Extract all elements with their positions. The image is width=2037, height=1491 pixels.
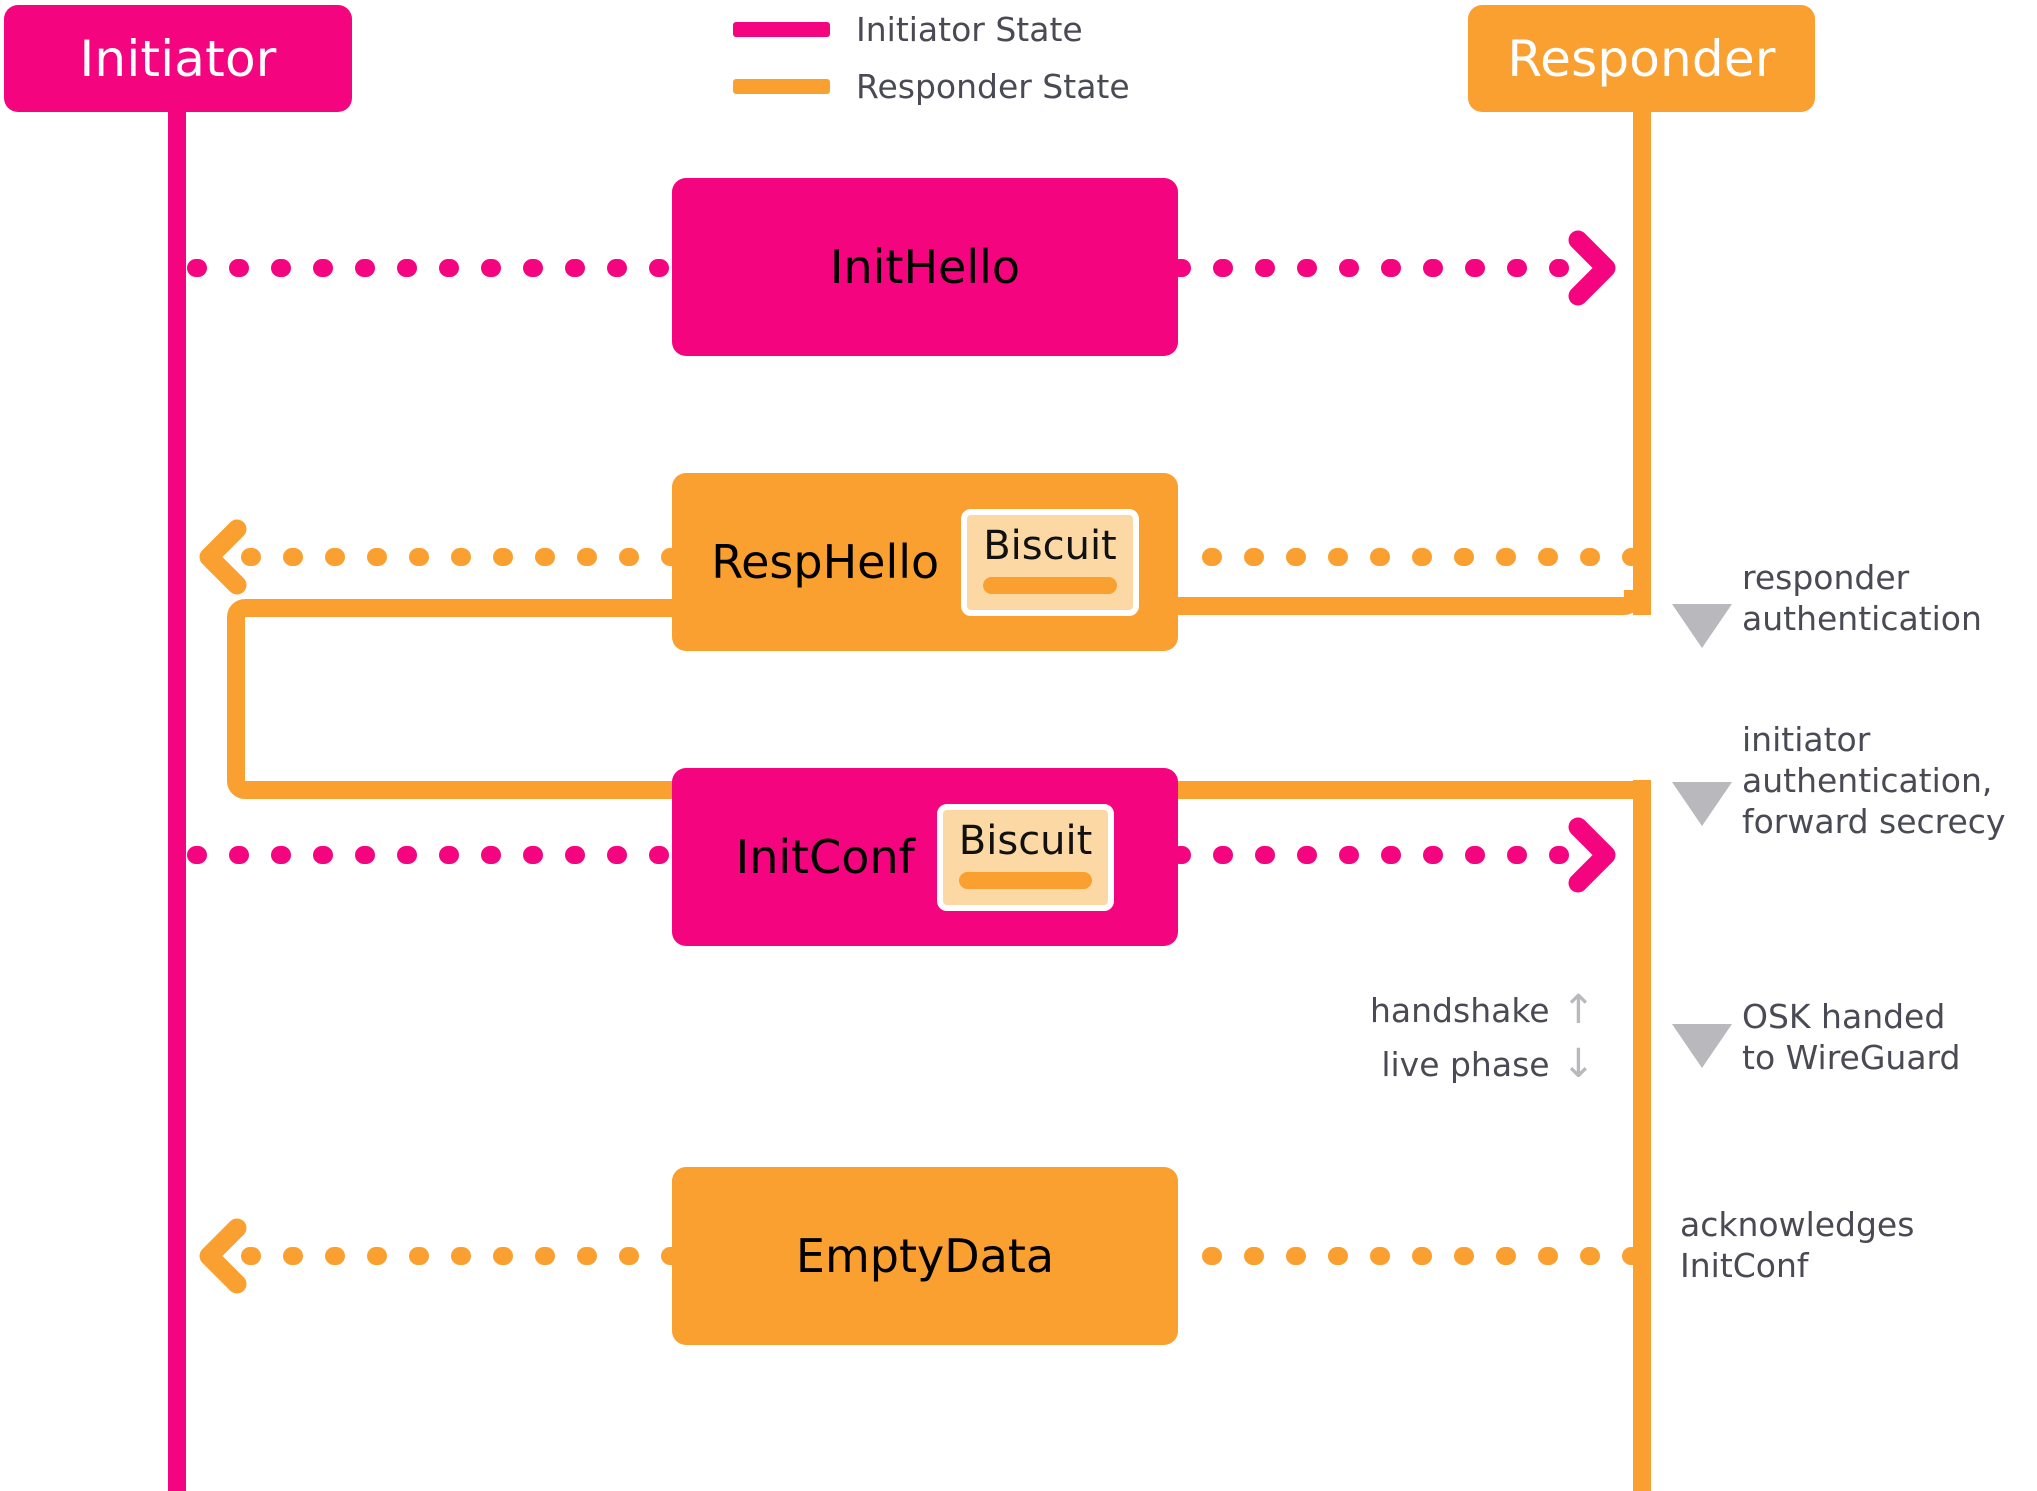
message-box-emptydata[interactable]: EmptyData [672,1167,1178,1345]
responder-state-path-loop [227,599,672,799]
phase-row-handshake: handshake ↑ [1370,990,1595,1030]
triangle-down-icon-responder-auth [1672,604,1732,648]
triangle-down-icon-osk [1672,1024,1732,1068]
biscuit-label-initconf: Biscuit [958,817,1093,864]
emptydata-arrowhead-icon [199,1218,247,1294]
annotation-acknowledges-initconf: acknowledges InitConf [1680,1205,1915,1285]
actor-label-responder: Responder [1507,29,1776,88]
phase-divider-labels: handshake ↑ live phase ↓ [1370,990,1595,1084]
initiator-lifeline [168,85,186,1491]
message-box-inithello[interactable]: InitHello [672,178,1178,356]
arrow-up-icon: ↑ [1561,987,1596,1033]
legend-item-initiator-state: Initiator State [733,10,1130,49]
message-box-resphello[interactable]: RespHello Biscuit [672,473,1178,651]
legend-swatch-responder [733,79,830,94]
phase-label-live-phase: live phase [1381,1044,1550,1084]
legend-item-responder-state: Responder State [733,67,1130,106]
inithello-arrowhead-icon [1568,230,1616,306]
biscuit-badge-resphello[interactable]: Biscuit [961,508,1139,616]
responder-lifeline-lower [1633,780,1651,1491]
actor-header-initiator[interactable]: Initiator [4,5,352,112]
actor-header-responder[interactable]: Responder [1468,5,1815,112]
legend-swatch-initiator [733,22,830,37]
actor-label-initiator: Initiator [79,29,277,88]
initconf-arrowhead-icon [1568,817,1616,893]
triangle-down-icon-initiator-auth [1672,782,1732,826]
message-label-inithello: InitHello [829,240,1021,294]
message-label-resphello: RespHello [711,535,940,589]
message-label-emptydata: EmptyData [795,1229,1055,1283]
annotation-responder-authentication: responder authentication [1742,558,1982,638]
arrow-down-icon: ↓ [1561,1041,1596,1087]
resphello-arrowhead-icon [199,519,247,595]
annotation-initiator-authentication: initiator authentication, forward secrec… [1742,720,2006,841]
responder-state-path-right [1175,590,1642,615]
legend-label-initiator: Initiator State [856,10,1083,49]
biscuit-bar-icon [983,576,1117,594]
biscuit-bar-icon [958,871,1093,889]
biscuit-badge-initconf[interactable]: Biscuit [936,803,1115,911]
biscuit-label-resphello: Biscuit [983,522,1117,569]
responder-lifeline-upper [1633,85,1651,615]
message-label-initconf: InitConf [735,830,915,884]
legend: Initiator State Responder State [733,10,1130,106]
message-box-initconf[interactable]: InitConf Biscuit [672,768,1178,946]
legend-label-responder: Responder State [856,67,1130,106]
phase-row-live-phase: live phase ↓ [1381,1044,1595,1084]
annotation-osk-handed: OSK handed to WireGuard [1742,997,1961,1077]
phase-label-handshake: handshake [1370,990,1550,1030]
